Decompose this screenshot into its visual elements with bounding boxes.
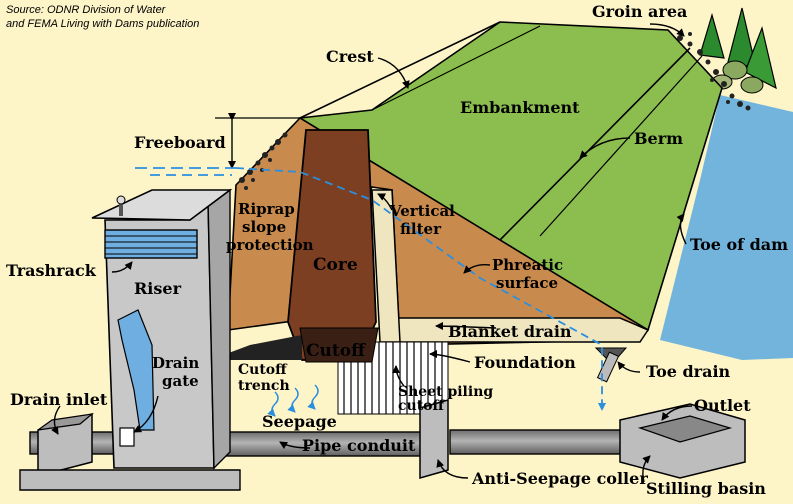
label-riprap-2: slope (242, 218, 286, 236)
pipe-conduit-right (449, 429, 631, 455)
label-groin-area: Groin area (592, 2, 687, 21)
anti-seepage-leader (436, 459, 469, 479)
label-riser: Riser (134, 279, 182, 298)
label-cutoff: Cutoff (306, 341, 366, 361)
source-line-1: Source: ODNR Division of Water (6, 4, 167, 16)
berm-line (499, 47, 691, 241)
drain-gate-water (117, 309, 155, 431)
label-core: Core (313, 255, 358, 275)
berm-leader (579, 137, 631, 159)
reservoir-water (660, 95, 793, 360)
stilling-basin-leader (642, 455, 651, 483)
label-phreatic-1: Phreatic (492, 256, 563, 274)
blanket-drain-leader (435, 322, 497, 331)
riprap-protection (239, 132, 288, 190)
sheet-piling-leader (392, 365, 405, 387)
label-anti-seepage: Anti-Seepage coller (471, 469, 648, 488)
label-embankment: Embankment (460, 98, 580, 117)
outlet-leader (661, 405, 693, 421)
source-line-2: and FEMA Living with Dams publication (6, 18, 199, 30)
label-cutoff-trench-2: trench (238, 378, 290, 394)
foundation-strip (210, 335, 302, 360)
label-toe-drain: Toe drain (646, 362, 731, 381)
label-cutoff-trench-1: Cutoff (238, 362, 288, 378)
vertical-filter-leader (377, 193, 393, 211)
base-slab (19, 469, 241, 491)
label-drain-inlet: Drain inlet (10, 390, 108, 409)
seepage-arrows (267, 384, 319, 417)
trashrack (104, 229, 198, 259)
label-drain-gate-1: Drain (152, 354, 199, 372)
drain-inlet-leader (51, 405, 61, 435)
pipe-conduit-leader (279, 441, 311, 450)
groin-leader (649, 23, 685, 37)
toe-of-dam-leader (676, 213, 687, 245)
label-foundation: Foundation (474, 353, 576, 372)
label-seepage: Seepage (262, 412, 337, 431)
crest-ridge-2 (371, 25, 541, 111)
foundation-leader (429, 350, 471, 363)
label-phreatic-2: surface (496, 274, 558, 292)
label-toe-of-dam: Toe of dam (690, 235, 788, 254)
drain-gate-grate (119, 427, 135, 447)
riser-valve-stem (119, 202, 123, 216)
crest-leader (377, 57, 410, 89)
riser-valve-wheel (116, 195, 126, 205)
trashrack-leader (111, 261, 133, 273)
label-riprap-1: Riprap (238, 200, 295, 218)
label-vertical-filter-1: Vertical (389, 202, 455, 220)
label-vertical-filter-2: filter (400, 220, 442, 238)
berm-line-2 (539, 55, 703, 237)
label-berm: Berm (634, 129, 683, 148)
drain-gate-leader (133, 395, 159, 433)
stilling-basin-inner (637, 415, 733, 443)
label-stilling-basin: Stilling basin (646, 479, 766, 498)
label-sheet-piling-2: cutoff (398, 398, 446, 414)
phreatic-leader (463, 263, 491, 274)
riser-top (91, 189, 233, 221)
anti-seepage-collar (419, 399, 449, 479)
label-pipe-conduit: Pipe conduit (302, 436, 416, 455)
label-blanket-drain: Blanket drain (448, 322, 572, 341)
label-crest: Crest (326, 47, 374, 66)
label-sheet-piling-1: Sheet piling (398, 384, 493, 400)
crest-ridge (299, 21, 501, 119)
label-riprap-3: protection (226, 236, 314, 254)
groin-riprap (677, 32, 751, 111)
label-trashrack: Trashrack (6, 261, 97, 280)
label-drain-gate-2: gate (162, 372, 199, 390)
phreatic-surface (235, 167, 606, 411)
toe-drain-leader (617, 361, 641, 373)
label-outlet: Outlet (694, 396, 751, 415)
label-freeboard: Freeboard (134, 133, 226, 152)
cutoff-band (299, 327, 379, 363)
